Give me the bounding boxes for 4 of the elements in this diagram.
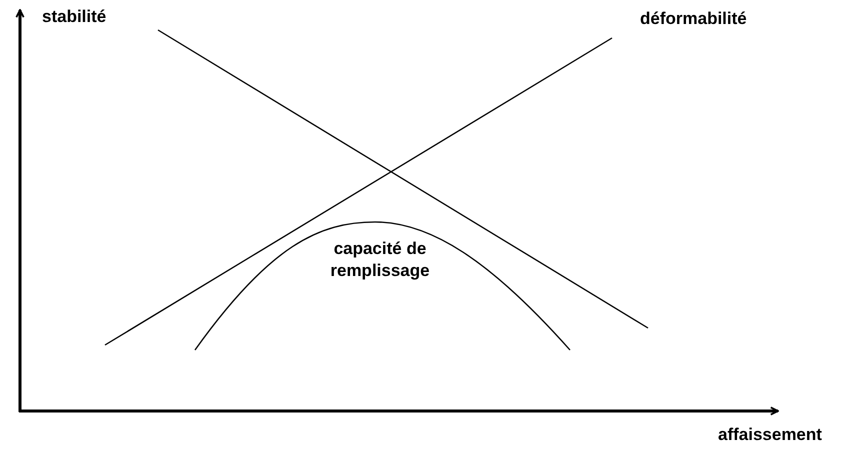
curve-label: déformabilité: [640, 8, 747, 30]
curve-label: stabilité: [42, 6, 106, 28]
curve-label: capacité de remplissage: [329, 238, 431, 282]
axis-label: affaissement: [718, 424, 822, 446]
